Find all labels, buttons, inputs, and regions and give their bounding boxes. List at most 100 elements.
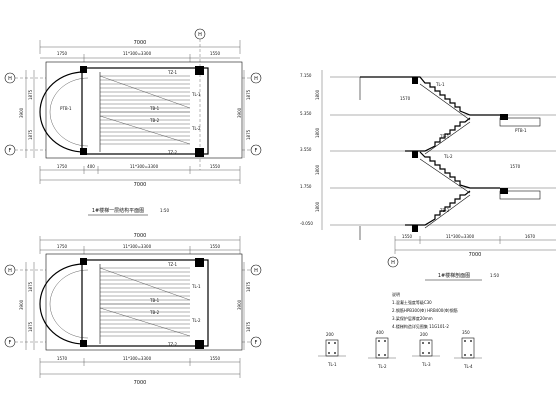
dim-3: 1550 <box>210 244 221 249</box>
beam-section <box>412 77 418 84</box>
beam-label: TZ-2 <box>167 150 178 155</box>
column <box>80 340 87 347</box>
grid-label: F <box>255 148 258 154</box>
stair-section: 7.150 5.350 3.550 1.750 -0.050 1800 1800… <box>300 70 556 281</box>
flight-dim: 1570 <box>400 96 411 101</box>
stair-flight <box>419 151 500 189</box>
grid-label: F <box>9 148 12 154</box>
stair-label: TB-1 <box>149 106 160 111</box>
grid-label: H <box>254 268 258 274</box>
dim-1: 1750 <box>57 244 68 249</box>
detail-dim: 400 <box>376 330 384 335</box>
grid-bubble-right <box>250 336 262 348</box>
dim-total-bottom: 7000 <box>134 380 147 386</box>
dim-2: 11*300=3300 <box>123 244 152 249</box>
beam-detail: TL-4 350 <box>454 330 482 369</box>
level-label: 5.350 <box>300 111 312 116</box>
side-dim: 1875 <box>246 321 251 332</box>
grid-label-top: H <box>198 32 202 38</box>
detail-dim: 350 <box>462 330 470 335</box>
beam-label: TL-2 <box>191 126 201 131</box>
beam-detail: TL-1 200 <box>318 332 346 367</box>
plan-caption: 1#楼梯一层结构平面图 <box>92 207 144 214</box>
stair-flight <box>405 117 471 152</box>
level-label: 1.750 <box>300 184 312 189</box>
plan-outline <box>45 61 243 159</box>
stair-flight <box>360 76 500 116</box>
dim-2: 400 <box>87 164 95 169</box>
dim-3: 1550 <box>210 51 221 56</box>
detail-dim: 200 <box>326 332 334 337</box>
landing-curve <box>39 263 85 345</box>
plan-outline <box>45 253 243 351</box>
beam-label: TZ-1 <box>167 70 178 75</box>
column <box>80 148 87 155</box>
section-left-dim: 1800 <box>315 127 320 138</box>
detail-label: TL-2 <box>377 364 387 369</box>
section-label: TB-1 <box>439 134 450 139</box>
dim-2: 11*300=3300 <box>446 234 475 239</box>
stair-well <box>81 67 209 155</box>
beam-label: TL-2 <box>191 318 201 323</box>
detail-label: TL-3 <box>421 362 431 367</box>
level-label: 7.150 <box>300 73 312 78</box>
dim-total-top: 7000 <box>134 40 147 46</box>
treads-upper <box>100 75 190 109</box>
notes-title: 说明 <box>392 291 400 297</box>
treads-lower <box>100 307 190 337</box>
plan-scale: 1:50 <box>160 208 169 213</box>
note-line: 3.梁保护层厚度20mm <box>392 315 433 321</box>
beam-details: TL-1 200 TL-2 400 TL-3 200 TL-4 350 <box>318 330 482 369</box>
grid-bubble-right <box>250 264 262 276</box>
detail-label: TL-4 <box>463 364 473 369</box>
side-dim-total: 3900 <box>19 299 24 310</box>
stair-plan-bottom: 7000 1750 11*300=3300 1550 <box>4 233 262 386</box>
section-label: TB-2 <box>439 208 450 213</box>
dim-1: 1550 <box>402 234 413 239</box>
dim-total-top: 7000 <box>134 233 147 239</box>
dim-1: 1570 <box>57 356 68 361</box>
column <box>195 66 204 75</box>
beam-label: TZ-1 <box>167 262 178 267</box>
side-dim: 1875 <box>28 281 33 292</box>
dim-3: 11*300=3300 <box>130 164 159 169</box>
column <box>195 148 204 157</box>
flight-dim: 1570 <box>510 164 521 169</box>
note-line: 2.钢筋HPB300(Φ) HRB400(Φ)钢筋 <box>392 307 458 313</box>
general-notes: 说明 1.混凝土强度等级C30 2.钢筋HPB300(Φ) HRB400(Φ)钢… <box>392 291 458 329</box>
grid-bubble-bottom <box>387 256 399 268</box>
level-label: -0.050 <box>300 221 313 226</box>
slab-label: PTB-1 <box>60 106 72 111</box>
section-scale: 1:50 <box>490 273 499 278</box>
column <box>80 66 87 73</box>
treads-lower <box>100 115 190 145</box>
section-left-dim: 1800 <box>315 201 320 212</box>
grid-label: H <box>391 260 395 266</box>
side-dim: 1875 <box>246 129 251 140</box>
side-dim: 1875 <box>28 321 33 332</box>
landing-curve <box>39 71 85 153</box>
column <box>80 258 87 265</box>
detail-dim: 200 <box>420 332 428 337</box>
dim-total: 7000 <box>469 252 482 258</box>
stair-label: TB-2 <box>149 310 160 315</box>
beam-label: TL-1 <box>191 92 201 97</box>
treads-upper <box>100 267 190 301</box>
grid-bubble-right <box>250 144 262 156</box>
side-dim-total: 3900 <box>19 107 24 118</box>
dim-2: 11*300=3300 <box>123 356 152 361</box>
note-line: 4.楼梯构造详见图集 11G101-2 <box>392 323 449 329</box>
dim-4: 1550 <box>210 164 221 169</box>
beam-section <box>500 114 508 120</box>
section-left-dim: 1800 <box>315 164 320 175</box>
dim-1: 1750 <box>57 51 68 56</box>
stair-flight <box>405 190 471 226</box>
section-label: PTB-1 <box>515 128 527 133</box>
side-dim: 1875 <box>28 89 33 100</box>
grid-label: H <box>8 268 12 274</box>
grid-label: F <box>9 340 12 346</box>
stair-label: TB-2 <box>149 118 160 123</box>
grid-bubble-right <box>250 72 262 84</box>
column <box>195 258 204 267</box>
